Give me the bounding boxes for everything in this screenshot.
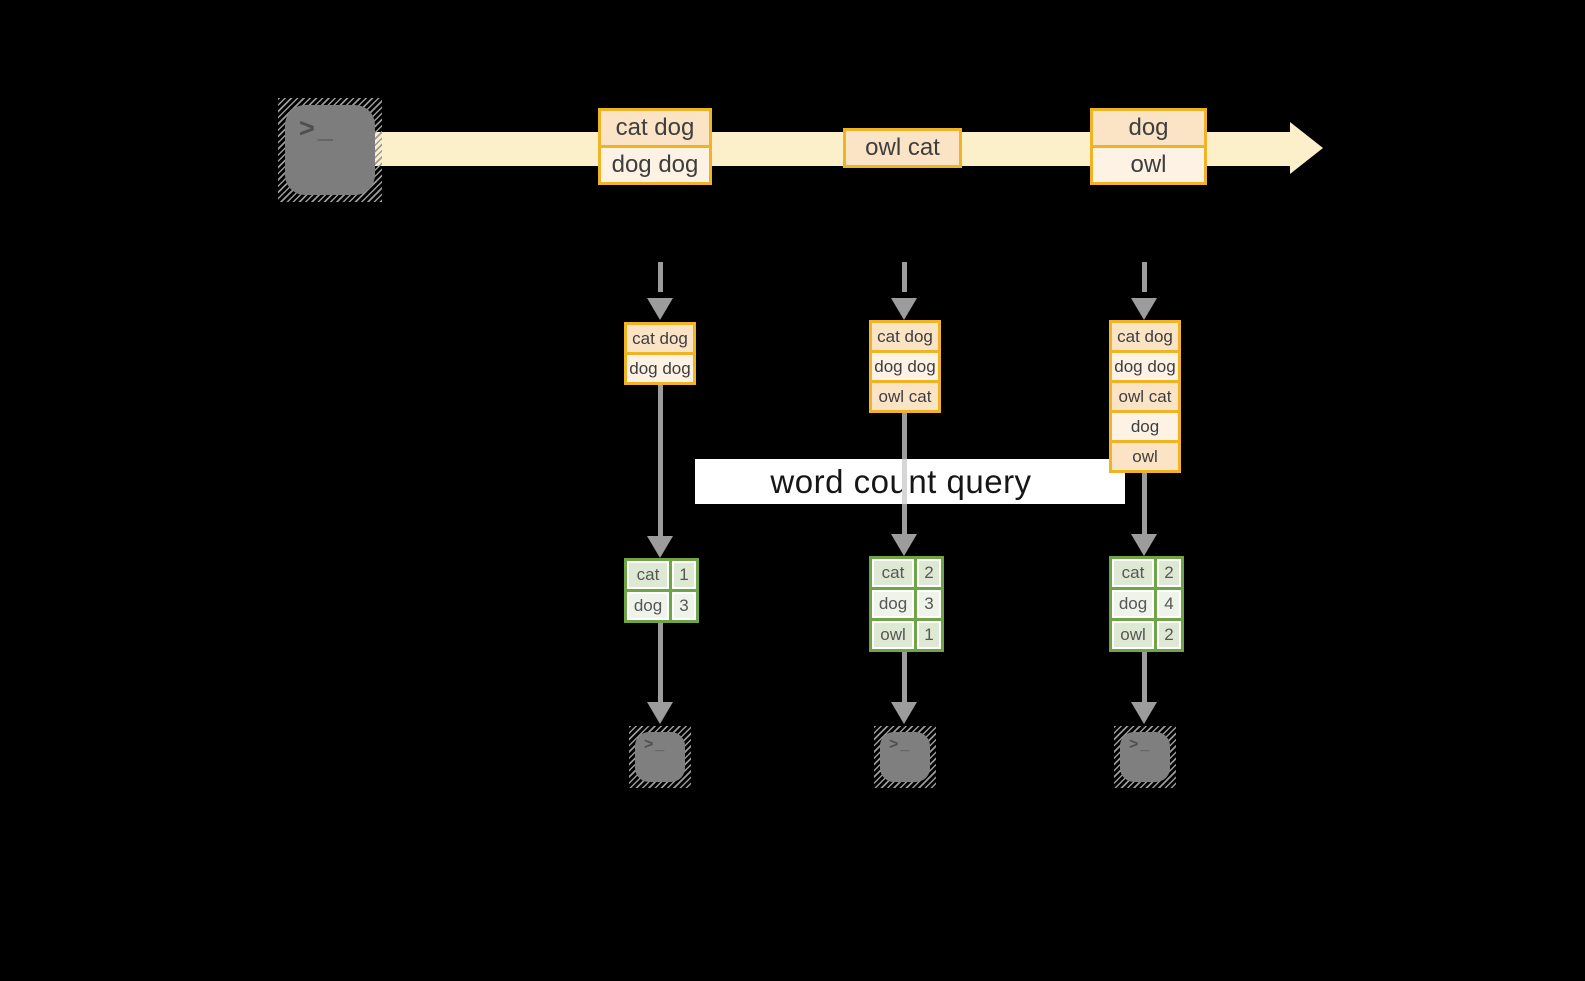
arrow-count-to-sink-2-head-icon: [891, 702, 917, 724]
dashed-arrow-3-head-icon: [1131, 298, 1157, 320]
count-word: cat: [1112, 559, 1154, 587]
state-line: cat dog: [872, 323, 938, 350]
arrow-count-to-sink-3: [1142, 652, 1147, 704]
count-word: dog: [1112, 590, 1154, 618]
dashed-arrow-3: [1142, 262, 1147, 292]
count-word: cat: [872, 559, 914, 587]
state-line: owl: [1112, 440, 1178, 470]
count-value: 3: [669, 592, 696, 620]
count-word: owl: [872, 621, 914, 649]
arrow-state-to-count-1-head-icon: [647, 536, 673, 558]
arrow-count-to-sink-3-head-icon: [1131, 702, 1157, 724]
dashed-arrow-2-head-icon: [891, 298, 917, 320]
arrow-state-to-count-1: [658, 385, 663, 537]
state-line: owl cat: [872, 380, 938, 410]
count-row: cat 2: [1112, 559, 1181, 587]
arrow-through-band: [902, 459, 907, 504]
terminal-prompt-glyph: >_: [889, 736, 912, 753]
terminal-sink-body: >_: [880, 732, 930, 782]
count-value: 2: [914, 559, 941, 587]
terminal-prompt-glyph: >_: [299, 113, 336, 143]
state-box-1: cat dog dog dog: [624, 322, 696, 385]
count-value: 1: [669, 561, 696, 589]
state-line: cat dog: [627, 325, 693, 352]
event-line: owl cat: [846, 131, 959, 165]
count-row: owl 1: [872, 618, 941, 649]
count-table-2: cat 2 dog 3 owl 1: [869, 556, 944, 652]
terminal-sink-body: >_: [1120, 732, 1170, 782]
count-word: dog: [627, 592, 669, 620]
query-label-band: word count query: [695, 459, 1125, 504]
terminal-source-body: >_: [285, 105, 375, 195]
event-line: dog: [1093, 111, 1204, 145]
count-value: 3: [914, 590, 941, 618]
state-box-2: cat dog dog dog owl cat: [869, 320, 941, 413]
count-table-1: cat 1 dog 3: [624, 558, 699, 623]
event-line: cat dog: [601, 111, 709, 145]
state-line: dog dog: [1112, 350, 1178, 380]
event-line: dog dog: [601, 145, 709, 182]
arrow-state-to-count-2-head-icon: [891, 534, 917, 556]
count-word: owl: [1112, 621, 1154, 649]
terminal-sink-body: >_: [635, 732, 685, 782]
dashed-arrow-2: [902, 262, 907, 292]
terminal-prompt-glyph: >_: [644, 736, 667, 753]
dashed-arrow-1-head-icon: [647, 298, 673, 320]
count-value: 2: [1154, 621, 1181, 649]
count-row: dog 4: [1112, 587, 1181, 618]
state-box-3: cat dog dog dog owl cat dog owl: [1109, 320, 1181, 473]
state-line: dog dog: [627, 352, 693, 382]
count-word: dog: [872, 590, 914, 618]
event-box-3: dog owl: [1090, 108, 1207, 185]
state-line: cat dog: [1112, 323, 1178, 350]
terminal-sink-icon-2: >_: [874, 726, 936, 788]
dashed-arrow-1: [658, 262, 663, 292]
count-value: 1: [914, 621, 941, 649]
terminal-sink-icon-1: >_: [629, 726, 691, 788]
count-value: 2: [1154, 559, 1181, 587]
count-row: dog 3: [627, 589, 696, 620]
count-word: cat: [627, 561, 669, 589]
state-line: dog: [1112, 410, 1178, 440]
terminal-prompt-glyph: >_: [1129, 736, 1152, 753]
count-row: owl 2: [1112, 618, 1181, 649]
arrow-state-to-count-3-head-icon: [1131, 534, 1157, 556]
stream-arrowhead-icon: [1290, 122, 1323, 174]
arrow-count-to-sink-1-head-icon: [647, 702, 673, 724]
arrow-count-to-sink-1: [658, 623, 663, 704]
state-line: dog dog: [872, 350, 938, 380]
event-box-2: owl cat: [843, 128, 962, 168]
count-row: cat 1: [627, 561, 696, 589]
event-line: owl: [1093, 145, 1204, 182]
terminal-sink-icon-3: >_: [1114, 726, 1176, 788]
count-value: 4: [1154, 590, 1181, 618]
count-row: cat 2: [872, 559, 941, 587]
arrow-count-to-sink-2: [902, 652, 907, 704]
count-row: dog 3: [872, 587, 941, 618]
terminal-source-icon: >_: [278, 98, 382, 202]
arrow-state-to-count-3: [1142, 473, 1147, 534]
state-line: owl cat: [1112, 380, 1178, 410]
count-table-3: cat 2 dog 4 owl 2: [1109, 556, 1184, 652]
query-label: word count query: [770, 462, 1032, 500]
event-box-1: cat dog dog dog: [598, 108, 712, 185]
